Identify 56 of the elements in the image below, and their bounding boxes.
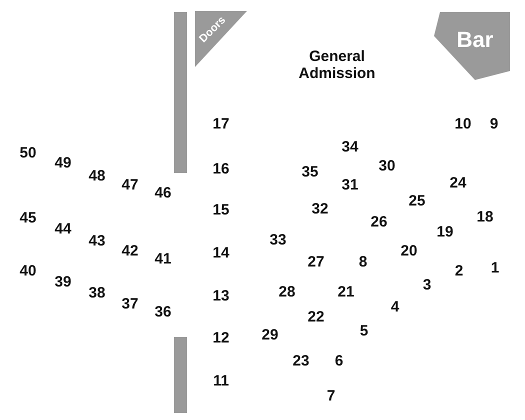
spot-number: 49 [54, 156, 72, 170]
spot-number: 48 [88, 168, 106, 184]
spot-number: 32 [312, 202, 328, 216]
spot-number: 19 [436, 224, 454, 240]
spot-number: 5 [360, 324, 368, 338]
spot-number: 27 [308, 254, 324, 270]
spot-number: 39 [54, 274, 72, 290]
spot-number: 18 [476, 210, 494, 224]
spot-number: 37 [122, 296, 138, 312]
spot-number: 43 [88, 234, 106, 248]
spot-number: 50 [20, 146, 36, 160]
spot-number: 25 [408, 194, 426, 208]
spot-number: 36 [154, 304, 172, 320]
spot-number: 22 [308, 310, 324, 324]
spot-number: 45 [20, 210, 36, 226]
wall [174, 337, 187, 413]
spot-number: 3 [422, 278, 432, 292]
spot-number: 41 [154, 252, 172, 266]
spot-number: 21 [338, 284, 354, 300]
spot-number: 17 [212, 116, 230, 132]
spot-number: 42 [122, 244, 138, 258]
spot-number: 23 [292, 354, 310, 368]
spot-number: 9 [490, 116, 498, 132]
spot-number: 47 [122, 178, 138, 192]
spot-number: 7 [326, 388, 336, 404]
bar-label: Bar [456, 29, 494, 51]
spot-number: 4 [390, 300, 400, 314]
wall [174, 12, 187, 173]
spot-number: 2 [454, 264, 464, 278]
spot-number: 16 [212, 162, 230, 176]
spot-number: 11 [213, 374, 229, 388]
spot-number: 33 [270, 232, 286, 248]
spot-number: 38 [88, 286, 106, 300]
spot-number: 8 [358, 254, 368, 270]
spot-number: 44 [54, 222, 72, 236]
bar-area [434, 12, 510, 80]
spot-number: 31 [342, 178, 358, 192]
spot-number: 13 [212, 288, 230, 304]
spot-number: 28 [278, 284, 296, 300]
spot-number: 6 [334, 354, 344, 368]
section-title: General Admission [298, 48, 376, 82]
spot-number: 1 [490, 260, 500, 276]
spot-number: 24 [450, 176, 466, 190]
spot-number: 15 [212, 202, 230, 218]
entrance-marker [195, 11, 247, 67]
spot-number: 12 [212, 330, 230, 346]
spot-number: 40 [20, 264, 36, 278]
spot-number: 35 [302, 164, 318, 180]
spot-number: 20 [400, 244, 418, 258]
spot-number: 10 [454, 116, 472, 132]
spot-number: 34 [342, 140, 358, 154]
spot-number: 29 [262, 328, 278, 342]
spot-number: 26 [370, 214, 388, 230]
spot-number: 30 [378, 158, 396, 174]
spot-number: 14 [212, 246, 230, 260]
spot-number: 46 [154, 186, 172, 200]
